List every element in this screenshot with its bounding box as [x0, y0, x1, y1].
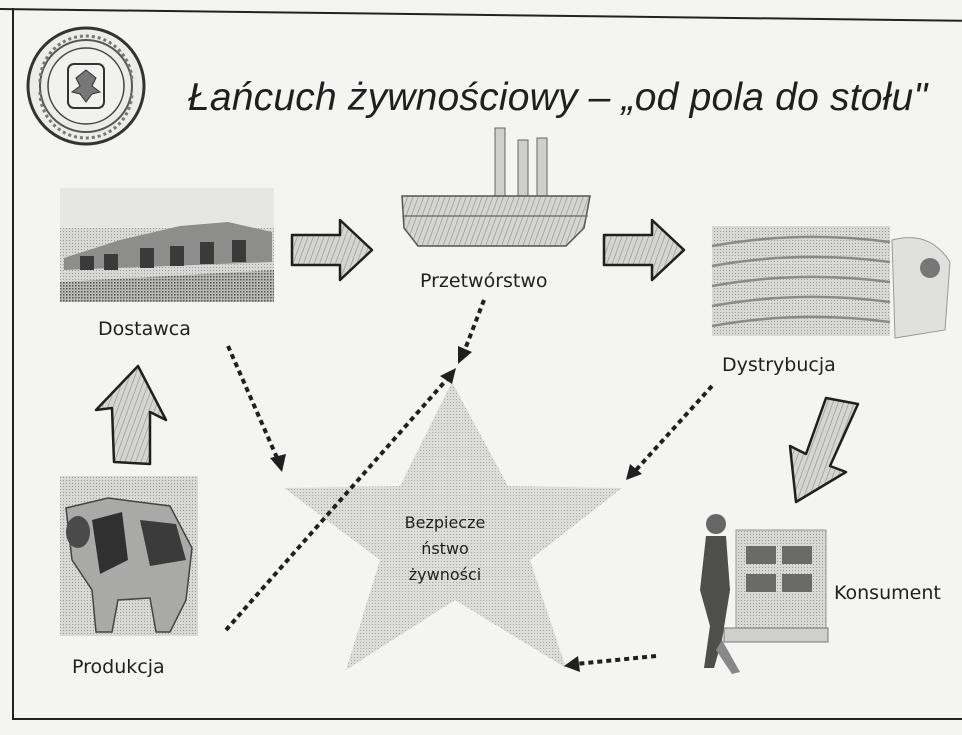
consumer-shopper-image [700, 514, 828, 674]
arrow-przetworstwo-to-dystrybucja [604, 220, 684, 280]
label-przetworstwo: Przetwórstwo [420, 270, 548, 292]
dotted-arrow-dostawca [228, 346, 278, 460]
arrowhead-dostawca [270, 454, 286, 472]
arrowhead-konsument [564, 656, 580, 672]
label-konsument: Konsument [834, 582, 941, 604]
arrowhead-przetworstwo [458, 346, 472, 364]
slide-title: Łańcuch żywnościowy – „od pola do stołu" [188, 76, 928, 120]
label-dostawca: Dostawca [98, 318, 191, 340]
polish-eagle-seal-icon [28, 28, 144, 144]
safety-star-line-3: żywności [360, 562, 530, 588]
distribution-shelves-image [712, 226, 950, 338]
processing-factory-image [402, 128, 590, 246]
safety-star-line-1: Bezpiecze [360, 510, 530, 536]
dotted-arrow-przetworstwo [464, 300, 484, 352]
production-cow-image [60, 476, 198, 636]
arrow-produkcja-to-dostawca [96, 366, 166, 464]
safety-star-label: Bezpiecze ństwo żywności [360, 510, 530, 588]
label-produkcja: Produkcja [72, 656, 165, 678]
arrowhead-produkcja [440, 368, 456, 384]
supplier-farm-image [60, 188, 274, 302]
dotted-arrow-dystrybucja [636, 386, 712, 470]
arrow-dostawca-to-przetworstwo [292, 220, 372, 280]
dotted-arrow-konsument [576, 656, 656, 664]
arrow-dystrybucja-to-konsument [790, 398, 858, 502]
safety-star-line-2: ństwo [360, 536, 530, 562]
label-dystrybucja: Dystrybucja [722, 354, 836, 376]
